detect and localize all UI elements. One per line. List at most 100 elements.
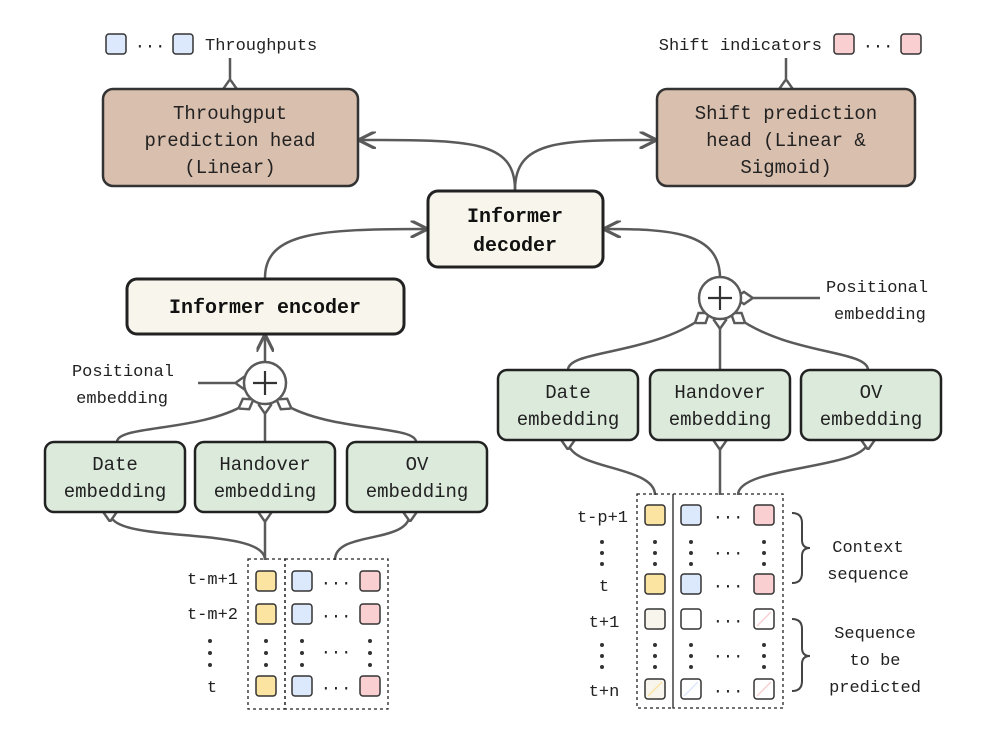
left-handover-line-2: embedding [214, 481, 317, 503]
right-date-embedding: Date embedding [496, 368, 640, 442]
left-date-line-1: Date [92, 454, 138, 476]
throughput-square-last [172, 33, 194, 55]
decoder-input-sequence: t-p+1 t t+1 t+n ··· ··· ··· ··· [577, 493, 784, 709]
ov-cell [359, 603, 381, 625]
ellipsis-dots: ··· [713, 613, 744, 632]
ov-cell [753, 573, 775, 595]
informer-encoder: Informer encoder [125, 277, 406, 336]
date-cell [644, 504, 666, 526]
date-cell [644, 573, 666, 595]
ellipsis-dots: ··· [713, 683, 744, 702]
decoder-line-2: decoder [473, 235, 557, 258]
handover-cell [291, 570, 313, 592]
date-column-frame [247, 558, 286, 710]
informer-decoder: Informer decoder [426, 189, 605, 269]
left-ov-line-1: OV [406, 454, 429, 476]
shift-head-line-3: Sigmoid) [740, 157, 831, 179]
ellipsis-dots: ··· [713, 578, 744, 597]
left-sum-node [242, 360, 288, 406]
date-cell [255, 603, 277, 625]
date-cell-future [644, 608, 666, 630]
context-label-line-2: sequence [827, 566, 909, 585]
vertical-ellipsis: ··· [600, 643, 766, 669]
shift-square-first [833, 33, 855, 55]
right-handover-line-1: Handover [674, 382, 765, 404]
row-label: t+1 [589, 614, 620, 633]
left-ov-embedding: OV embedding [345, 440, 489, 514]
row-label: t [207, 679, 217, 698]
date-cell [255, 570, 277, 592]
throughputs-label: Throughputs [205, 37, 317, 56]
ov-cell [359, 570, 381, 592]
features-column-frame [672, 493, 784, 709]
throughput-head-line-1: Throuhgput [173, 103, 287, 125]
ellipsis-dots: ··· [321, 680, 352, 699]
ellipsis-dots: ··· [135, 38, 166, 57]
encoder-input-sequence: t-m+1 t-m+2 t ··· ··· ··· ··· [187, 558, 389, 710]
predict-sequence-brace: Sequence to be predicted [791, 618, 921, 698]
handover-cell [680, 573, 702, 595]
ellipsis-dots: ··· [863, 38, 894, 57]
handover-cell-future [680, 608, 702, 630]
right-positional-line-1: Positional [826, 279, 928, 298]
right-sum-node [697, 275, 743, 321]
ov-cell [753, 504, 775, 526]
date-column-frame [636, 493, 674, 709]
left-handover-embedding: Handover embedding [193, 440, 337, 514]
shift-prediction-head: Shift prediction head (Linear & Sigmoid) [655, 87, 917, 188]
throughput-prediction-head: Throuhgput prediction head (Linear) [101, 87, 360, 188]
throughput-head-line-2: prediction head [144, 130, 315, 152]
svg-text:···: ··· [321, 644, 352, 663]
throughput-head-line-3: (Linear) [184, 157, 275, 179]
row-label: t+n [589, 683, 620, 702]
handover-cell [680, 504, 702, 526]
left-positional-line-1: Positional [72, 363, 174, 382]
right-ov-line-2: embedding [820, 409, 923, 431]
shift-head-line-2: head (Linear & [706, 130, 866, 152]
right-handover-line-2: embedding [669, 409, 772, 431]
left-date-line-2: embedding [64, 481, 167, 503]
right-positional-line-2: embedding [834, 306, 926, 325]
left-handover-line-1: Handover [219, 454, 310, 476]
row-label: t-m+1 [187, 571, 238, 590]
row-label: t-p+1 [577, 509, 628, 528]
left-positional-line-2: embedding [76, 390, 168, 409]
vertical-ellipsis: ··· [208, 639, 372, 667]
row-label: t-m+2 [187, 606, 238, 625]
svg-text:···: ··· [713, 648, 744, 667]
right-date-line-1: Date [545, 382, 591, 404]
throughput-square-first [105, 33, 127, 55]
vertical-ellipsis: ··· [600, 540, 766, 566]
decoder-line-1: Informer [467, 206, 563, 229]
handover-cell [291, 603, 313, 625]
shift-head-line-1: Shift prediction [695, 103, 877, 125]
right-handover-embedding: Handover embedding [648, 368, 792, 442]
left-ov-line-2: embedding [366, 481, 469, 503]
context-sequence-brace: Context sequence [791, 512, 909, 585]
predict-label-line-2: to be [849, 652, 900, 671]
throughputs-output: ··· Throughputs [105, 33, 317, 57]
right-ov-embedding: OV embedding [799, 368, 943, 442]
predict-label-line-3: predicted [829, 679, 921, 698]
left-positional-embedding: Positional embedding [72, 363, 174, 409]
connections [110, 58, 868, 561]
shift-indicators-output: Shift indicators ··· [659, 33, 922, 57]
ellipsis-dots: ··· [321, 575, 352, 594]
ov-cell [359, 675, 381, 697]
ellipsis-dots: ··· [321, 608, 352, 627]
ellipsis-dots: ··· [713, 509, 744, 528]
right-positional-embedding: Positional embedding [826, 279, 928, 325]
row-label: t [599, 578, 609, 597]
context-label-line-1: Context [832, 539, 903, 558]
svg-text:···: ··· [713, 545, 744, 564]
left-date-embedding: Date embedding [43, 440, 187, 514]
handover-cell [291, 675, 313, 697]
encoder-label: Informer encoder [169, 297, 361, 320]
predict-label-line-1: Sequence [834, 625, 916, 644]
date-cell [255, 675, 277, 697]
shift-square-last [900, 33, 922, 55]
right-ov-line-1: OV [860, 382, 883, 404]
shift-indicators-label: Shift indicators [659, 37, 822, 56]
right-date-line-2: embedding [517, 409, 620, 431]
